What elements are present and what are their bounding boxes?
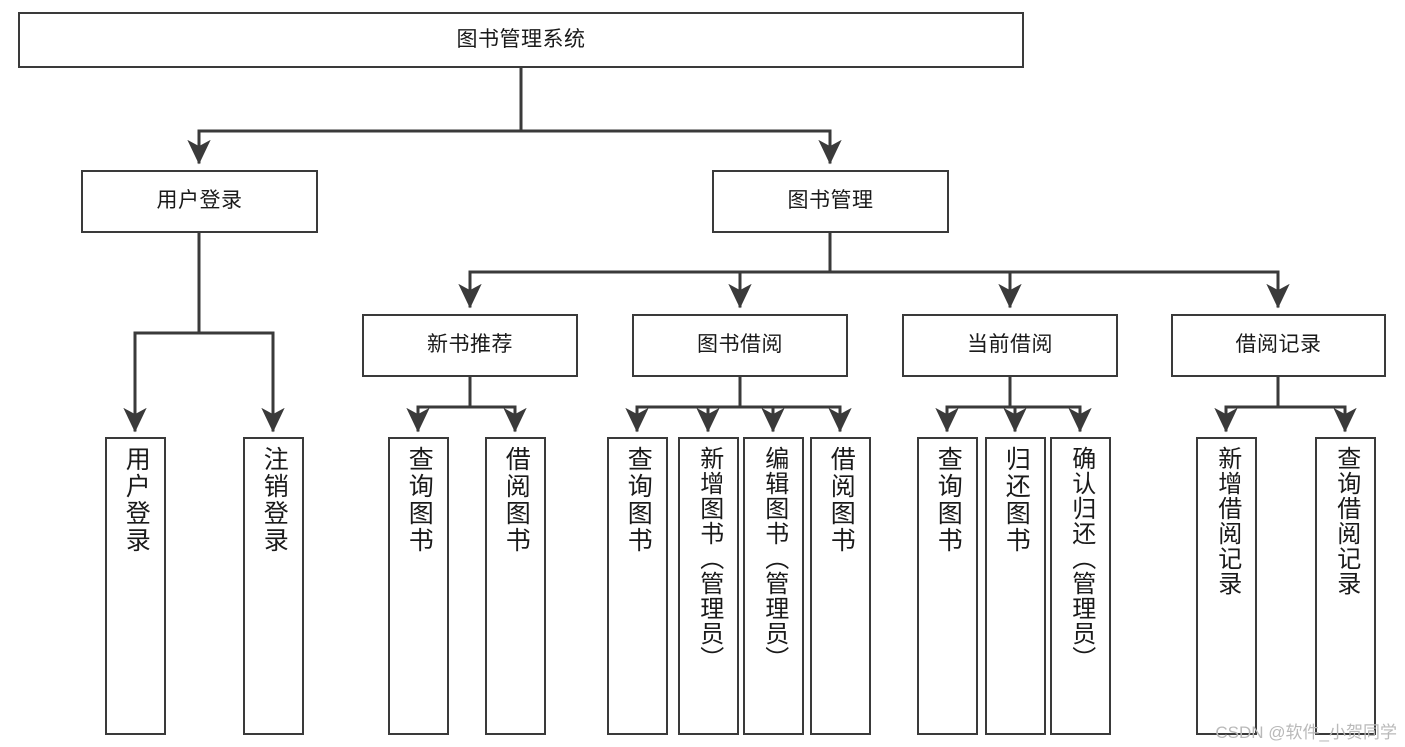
watermark: CSDN @软件_小贺同学 <box>1215 723 1397 742</box>
node-label: 确认归还（管理员） <box>1067 446 1095 671</box>
node-label: 借阅图书 <box>502 446 531 554</box>
leaf-user-login-login[interactable]: 用户登录 <box>105 437 166 735</box>
node-label: 归还图书 <box>1002 446 1031 554</box>
leaf-new-book-borrow[interactable]: 借阅图书 <box>485 437 546 735</box>
node-label: 用户登录 <box>156 189 243 213</box>
node-book-management[interactable]: 图书管理 <box>712 170 949 233</box>
leaf-book-borrow-borrow[interactable]: 借阅图书 <box>810 437 871 735</box>
node-label: 编辑图书（管理员） <box>760 446 788 671</box>
leaf-book-borrow-edit[interactable]: 编辑图书（管理员） <box>743 437 804 735</box>
node-label: 图书借阅 <box>697 333 783 357</box>
node-root-system[interactable]: 图书管理系统 <box>18 12 1024 68</box>
node-label: 借阅图书 <box>827 446 856 554</box>
node-label: 图书管理系统 <box>456 27 586 51</box>
leaf-user-login-logout[interactable]: 注销登录 <box>243 437 304 735</box>
node-book-borrow[interactable]: 图书借阅 <box>632 314 848 377</box>
node-label: 注销登录 <box>260 446 289 554</box>
node-label: 查询图书 <box>934 446 963 554</box>
node-new-book-recommend[interactable]: 新书推荐 <box>362 314 578 377</box>
node-borrow-records[interactable]: 借阅记录 <box>1171 314 1386 377</box>
node-label: 新增借阅记录 <box>1213 446 1241 596</box>
node-label: 新书推荐 <box>427 333 513 357</box>
node-label: 查询图书 <box>624 446 653 554</box>
node-label: 查询图书 <box>405 446 434 554</box>
leaf-new-book-query[interactable]: 查询图书 <box>388 437 449 735</box>
leaf-current-borrow-confirm[interactable]: 确认归还（管理员） <box>1050 437 1111 735</box>
node-label: 当前借阅 <box>967 333 1053 357</box>
leaf-current-borrow-query[interactable]: 查询图书 <box>917 437 978 735</box>
node-label: 查询借阅记录 <box>1332 446 1360 596</box>
leaf-book-borrow-add[interactable]: 新增图书（管理员） <box>678 437 739 735</box>
node-label: 借阅记录 <box>1235 333 1322 357</box>
leaf-current-borrow-return[interactable]: 归还图书 <box>985 437 1046 735</box>
node-user-login[interactable]: 用户登录 <box>81 170 318 233</box>
node-current-borrow[interactable]: 当前借阅 <box>902 314 1118 377</box>
leaf-borrow-records-add[interactable]: 新增借阅记录 <box>1196 437 1257 735</box>
leaf-book-borrow-query[interactable]: 查询图书 <box>607 437 668 735</box>
node-label: 图书管理 <box>787 189 874 213</box>
node-label: 新增图书（管理员） <box>695 446 723 671</box>
node-label: 用户登录 <box>122 446 151 554</box>
leaf-borrow-records-query[interactable]: 查询借阅记录 <box>1315 437 1376 735</box>
